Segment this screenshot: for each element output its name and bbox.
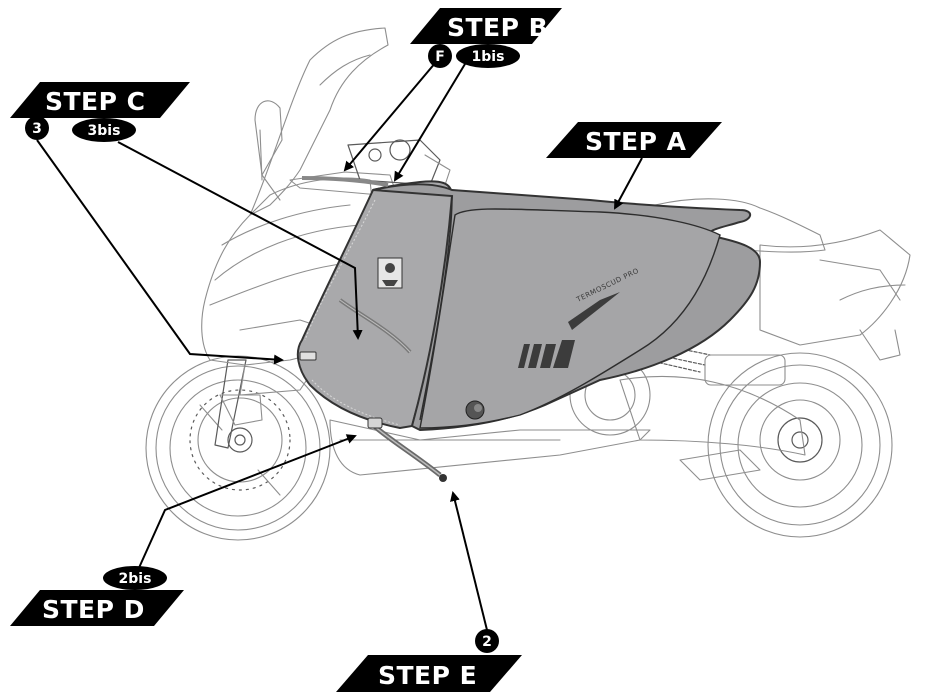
rear-body [759,229,911,346]
windscreen [249,27,389,216]
step-c-badge-3bis: 3bis [72,118,136,142]
leader-lines [36,61,643,631]
step-e-text: STEP E [378,661,477,690]
step-c-banner [10,82,190,118]
step-b-badge-f: F [428,44,452,68]
step-b-label: STEP B [410,8,562,44]
step-d-banner [10,590,184,626]
rear-wheel [707,352,893,538]
cover-front-panel [296,180,454,430]
front-wheel [145,355,331,541]
step-a-text: STEP A [585,127,687,156]
swingarm [619,375,806,456]
step-e-label: STEP E [336,655,522,692]
step-d-badge-2bis: 2bis [103,566,167,590]
step-b-text: STEP B [447,13,548,42]
step-a-banner [546,122,722,158]
step-d-badge-2bis-text: 2bis [119,571,152,587]
step-c-badge-3bis-text: 3bis [88,123,121,139]
step-c-badge-3: 3 [25,116,49,140]
knob-icon [465,400,485,420]
lower-fairing [329,419,651,476]
tucano-logo-icon [377,257,403,289]
leg-cover: TERMOSCUD PRO [296,176,762,482]
step-c-badge-3-text: 3 [32,121,42,137]
step-e-badge-2-text: 2 [482,634,492,650]
left-mirror [254,100,283,176]
step-a-label: STEP A [546,122,722,158]
step-b-banner [410,8,562,44]
step-b-badge-1bis: 1bis [456,44,520,68]
step-e-banner [336,655,522,692]
step-b-badge-1bis-text: 1bis [472,49,505,65]
step-d-text: STEP D [42,595,145,624]
front-fork [214,359,247,449]
step-d-label: STEP D [10,590,184,626]
step-c-text: STEP C [45,87,146,116]
step-c-label: STEP C [10,82,190,118]
cover-stripes [518,292,620,368]
step-b-badge-f-text: F [435,49,445,65]
buckle-icon [299,351,317,361]
step-e-badge-2: 2 [475,629,499,653]
